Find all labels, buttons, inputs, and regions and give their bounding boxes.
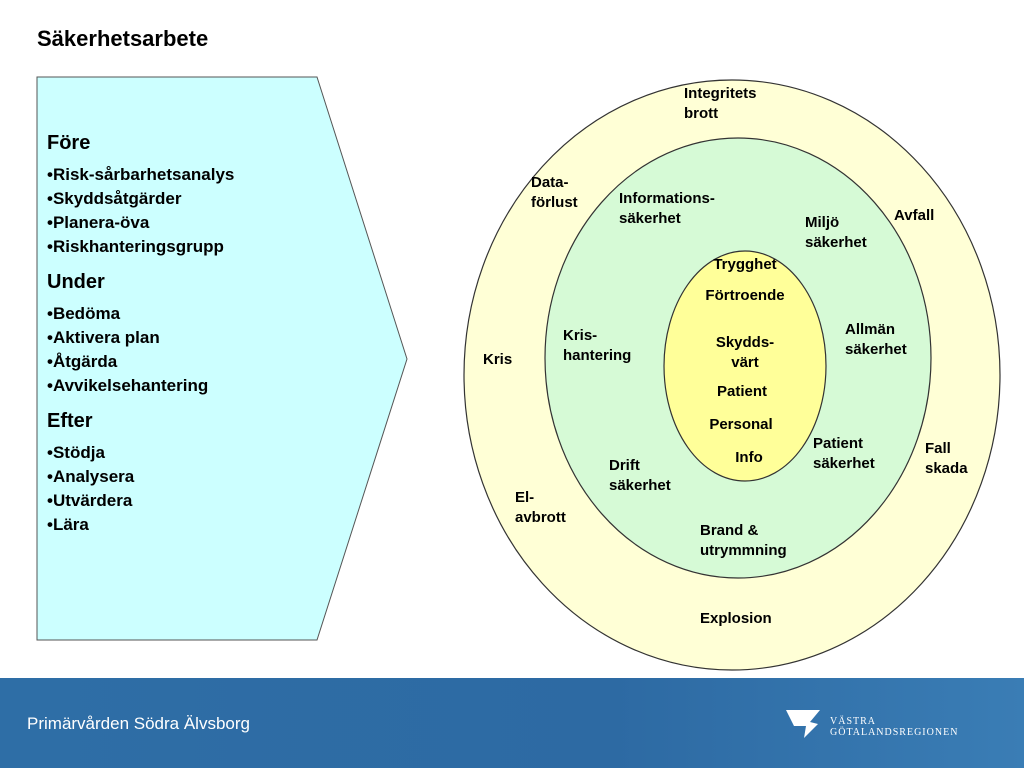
label-patient: Patient xyxy=(716,383,767,400)
phase-section-under: Under Bedöma Aktivera plan Åtgärda Avvik… xyxy=(47,271,347,398)
logo-text-line2: GÖTALANDSREGIONEN xyxy=(830,727,959,738)
label-krishantering: Kris- hantering xyxy=(563,327,632,364)
phase-list-under: Bedöma Aktivera plan Åtgärda Avvikelseha… xyxy=(47,302,347,398)
phase-heading-fore: Före xyxy=(47,132,91,154)
page-title: Säkerhetsarbete xyxy=(37,26,209,51)
label-dataforlust: Data- förlust xyxy=(531,174,578,211)
label-informationssakerhet: Informations- säkerhet xyxy=(619,190,715,227)
label-driftsakerhet: Drift säkerhet xyxy=(609,457,671,494)
label-elavbrott: El- avbrott xyxy=(515,489,566,526)
phase-item: Risk-sårbarhetsanalys xyxy=(47,163,347,187)
label-miljosakerhet: Miljö säkerhet xyxy=(805,214,867,251)
label-kris: Kris xyxy=(483,351,513,368)
label-integritetsbrott: Integritets brott xyxy=(684,85,757,122)
logo-text-line1: VÄSTRA xyxy=(830,716,877,727)
phase-item: Skyddsåtgärder xyxy=(47,187,347,211)
phase-item: Planera-öva xyxy=(47,211,347,235)
label-fallskada: Fall skada xyxy=(925,440,968,477)
phase-list-fore: Risk-sårbarhetsanalys Skyddsåtgärder Pla… xyxy=(47,163,347,259)
label-allmansakerhet: Allmän säkerhet xyxy=(845,321,907,358)
phase-panel: Före Risk-sårbarhetsanalys Skyddsåtgärde… xyxy=(47,132,347,549)
label-patientsakerhet: Patient säkerhet xyxy=(813,435,875,472)
label-personal: Personal xyxy=(709,416,773,433)
label-brand-utrymmning: Brand & utrymmning xyxy=(700,522,787,559)
phase-item: Stödja xyxy=(47,441,347,465)
footer-organization: Primärvården Södra Älvsborg xyxy=(27,714,250,733)
phase-item: Bedöma xyxy=(47,302,347,326)
phase-item: Åtgärda xyxy=(47,350,347,374)
label-explosion: Explosion xyxy=(700,610,772,627)
footer-bar: Primärvården Södra Älvsborg VÄSTRA GÖTAL… xyxy=(0,678,1024,768)
label-avfall: Avfall xyxy=(894,207,935,224)
vgr-logo-text: VÄSTRA GÖTALANDSREGIONEN xyxy=(830,716,958,738)
phase-heading-under: Under xyxy=(47,271,105,293)
phase-item: Analysera xyxy=(47,465,347,489)
label-fortroende: Förtroende xyxy=(705,287,785,304)
phase-item: Lära xyxy=(47,513,347,537)
phase-heading-efter: Efter xyxy=(47,410,93,432)
phase-list-efter: Stödja Analysera Utvärdera Lära xyxy=(47,441,347,537)
label-trygghet: Trygghet xyxy=(713,256,777,273)
vgr-logo-icon xyxy=(786,710,820,738)
phase-item: Riskhanteringsgrupp xyxy=(47,235,347,259)
label-info: Info xyxy=(735,449,763,466)
label-skyddsvart: Skydds- värt xyxy=(715,334,775,371)
inner-core xyxy=(663,250,827,482)
phase-item: Avvikelsehantering xyxy=(47,374,347,398)
phase-section-efter: Efter Stödja Analysera Utvärdera Lära xyxy=(47,410,347,537)
phase-item: Utvärdera xyxy=(47,489,347,513)
phase-item: Aktivera plan xyxy=(47,326,347,350)
phase-section-fore: Före Risk-sårbarhetsanalys Skyddsåtgärde… xyxy=(47,132,347,259)
